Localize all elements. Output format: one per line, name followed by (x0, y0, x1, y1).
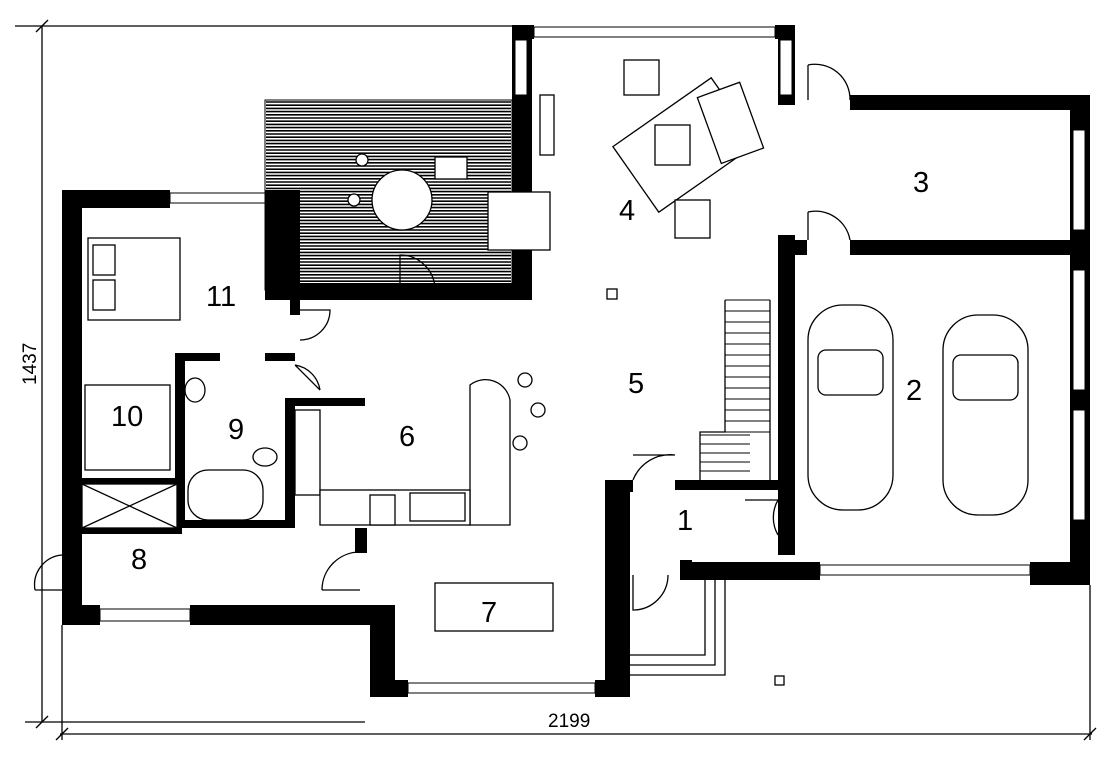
room-label-7: 7 (481, 597, 497, 629)
cars (807, 304, 1029, 516)
room-label-2: 2 (906, 375, 922, 407)
room-label-8: 8 (131, 544, 147, 576)
terrace (266, 101, 511, 286)
room-label-3: 3 (913, 167, 929, 199)
dimension-lines (15, 19, 1097, 741)
round-table (371, 169, 433, 231)
walls (62, 25, 1090, 697)
room-label-9: 9 (228, 414, 244, 446)
room-label-6: 6 (399, 421, 415, 453)
doors (33, 63, 851, 611)
room-label-11: 11 (206, 281, 236, 313)
furniture (81, 59, 765, 632)
room-labels: 1 2 3 4 5 6 7 8 9 10 11 (111, 167, 929, 629)
room-label-4: 4 (619, 195, 635, 227)
stairs (699, 299, 771, 480)
windows (99, 26, 1086, 694)
terrace-box (434, 156, 468, 180)
width-dimension-label: 2199 (548, 711, 590, 732)
room-label-10: 10 (111, 401, 143, 433)
room-label-5: 5 (628, 368, 644, 400)
height-dimension-label: 1437 (20, 343, 41, 385)
room-label-1: 1 (677, 505, 693, 537)
